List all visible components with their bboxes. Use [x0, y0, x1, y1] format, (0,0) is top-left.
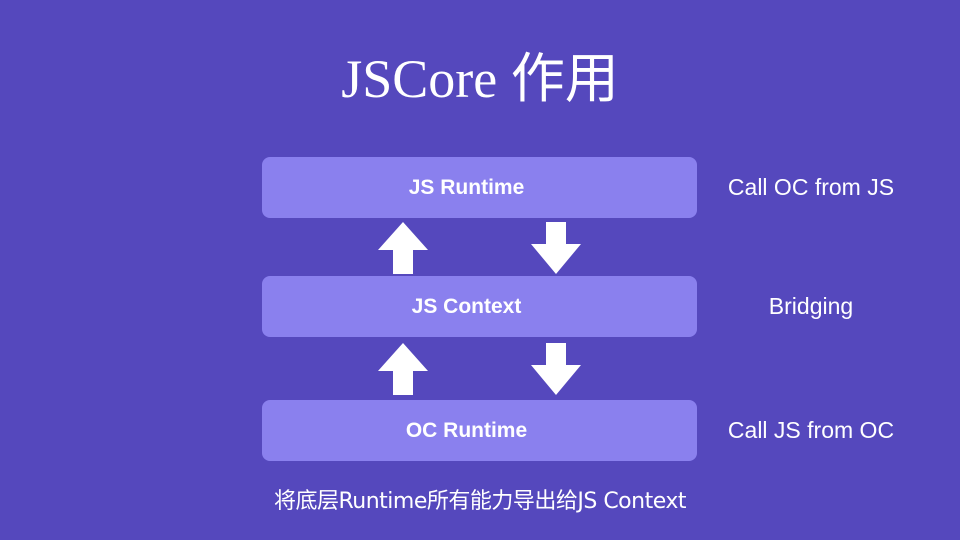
call-js-from-oc-label: Call JS from OC — [727, 417, 895, 443]
js-runtime-box: JS Runtime — [262, 157, 697, 218]
arrow-down-icon — [531, 343, 581, 395]
oc-runtime-box: OC Runtime — [262, 400, 697, 461]
arrow-up-icon — [378, 343, 428, 395]
js-runtime-label: JS Runtime — [408, 175, 525, 199]
oc-runtime-label: OC Runtime — [405, 418, 528, 442]
js-context-box: JS Context — [262, 276, 697, 337]
slide-caption: 将底层Runtime所有能力导出给JS Context — [273, 489, 687, 514]
arrow-up-icon — [378, 222, 428, 274]
js-context-label: JS Context — [411, 294, 522, 318]
arrow-down-icon — [531, 222, 581, 274]
bridging-label: Bridging — [768, 293, 854, 319]
call-oc-from-js-label: Call OC from JS — [727, 174, 895, 200]
slide-title: JSCore 作用 — [341, 49, 619, 109]
